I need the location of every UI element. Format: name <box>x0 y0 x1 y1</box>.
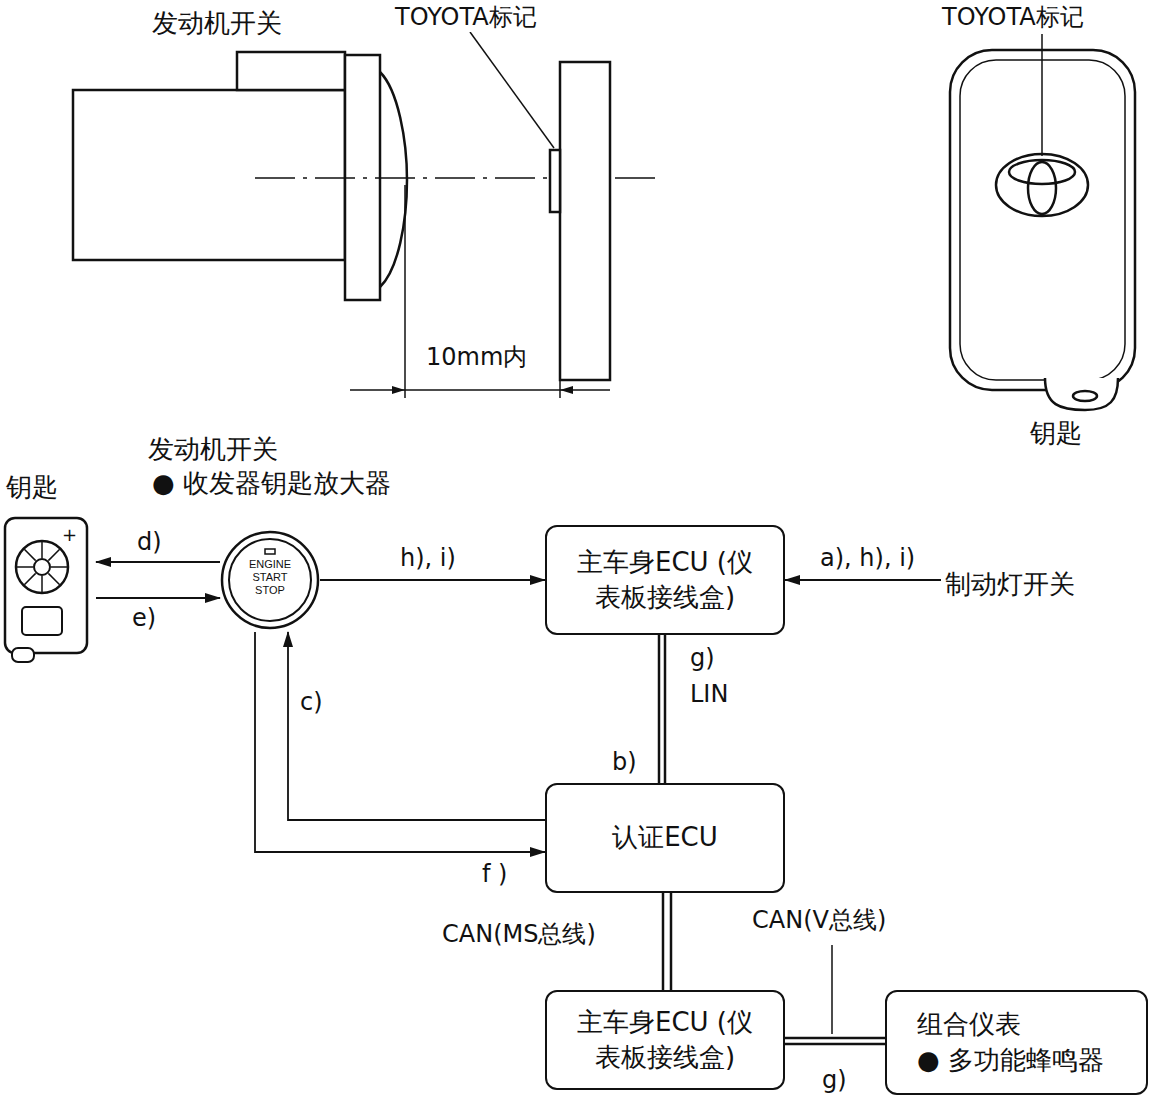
dimension <box>350 185 610 398</box>
node-heading: 发动机开关 <box>148 432 278 467</box>
node-title: 制动灯开关 <box>945 567 1075 602</box>
label: + <box>60 524 79 546</box>
node-title: 主车身ECU (仪表板接线盒) <box>565 545 765 615</box>
connector <box>288 632 545 820</box>
button-text: ENGINE START STOP <box>242 558 298 598</box>
label: 10mm内 <box>424 343 529 372</box>
label: g) <box>688 644 717 673</box>
engine-switch-side-view <box>73 52 407 300</box>
connector <box>785 580 941 581</box>
node-title: 组合仪表 <box>917 1007 1021 1042</box>
label: 钥匙 <box>1028 418 1084 449</box>
label: g) <box>820 1066 849 1095</box>
signal-label: c) <box>298 688 325 717</box>
label: b) <box>610 748 639 777</box>
ecu-box: 制动灯开关 <box>945 558 1120 611</box>
label: TOYOTA标记 <box>940 3 1086 32</box>
signal-label: e) <box>130 604 158 633</box>
connector <box>96 562 220 563</box>
ecu-box: 组合仪表● 多功能蜂鸣器 <box>885 990 1148 1095</box>
ecu-box: 认证ECU <box>545 783 785 893</box>
connector <box>96 598 220 599</box>
node-subheading: ● 收发器钥匙放大器 <box>152 466 391 501</box>
key-icon <box>2 512 94 672</box>
node-title: 主车身ECU (仪表板接线盒) <box>565 1005 765 1075</box>
connector <box>785 1038 885 1044</box>
ecu-box: 主车身ECU (仪表板接线盒) <box>545 990 785 1090</box>
label: 发动机开关 <box>150 8 284 39</box>
connector <box>663 893 671 990</box>
connector <box>320 580 545 581</box>
label: TOYOTA标记 <box>393 3 539 32</box>
connector <box>255 632 545 852</box>
key-card-side <box>550 62 610 380</box>
node-heading: 钥匙 <box>2 470 94 505</box>
connector <box>659 635 665 783</box>
node-detail: ● 多功能蜂鸣器 <box>917 1043 1104 1078</box>
signal-label: a), h), i) <box>818 544 917 573</box>
leader-line <box>470 32 554 148</box>
signal-label: CAN(V总线) <box>750 906 888 935</box>
key-fob: 钥匙 <box>2 470 94 670</box>
leader-line <box>831 945 833 1034</box>
engine-switch: 发动机开关● 收发器钥匙放大器ENGINE START STOP <box>220 530 320 630</box>
leader-line <box>1041 34 1043 156</box>
signal-label: d) <box>135 528 164 557</box>
signal-label: h), i) <box>398 544 458 573</box>
signal-label: LIN <box>688 680 730 709</box>
ecu-box: 主车身ECU (仪表板接线盒) <box>545 525 785 635</box>
node-title: 认证ECU <box>612 820 718 855</box>
signal-label: CAN(MS总线) <box>440 920 598 949</box>
signal-label: f ) <box>480 860 509 889</box>
